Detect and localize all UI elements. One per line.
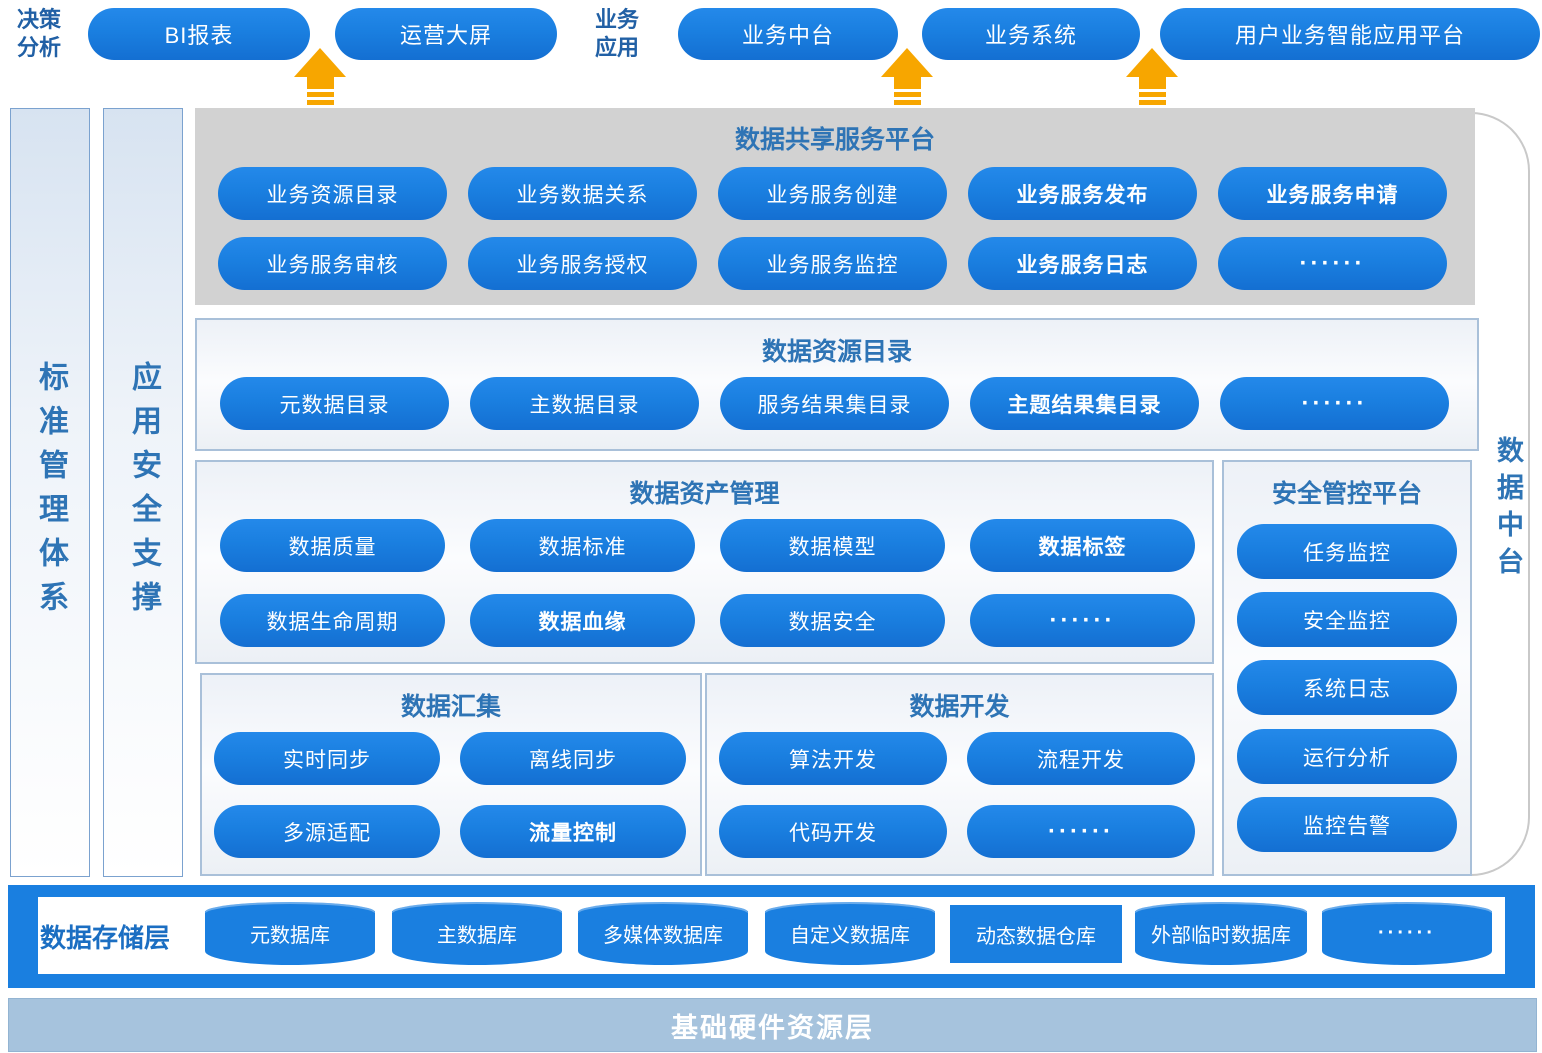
section-data-share-service-platform: 数据共享服务平台 业务资源目录 业务数据关系 业务服务创建 业务服务发布 业务服… xyxy=(195,108,1475,305)
asset-button: 数据质量 xyxy=(220,519,445,572)
develop-button: 流程开发 xyxy=(967,732,1195,785)
catalog-button: 主题结果集目录 xyxy=(970,377,1199,430)
database-cylinder: 自定义数据库 xyxy=(765,902,935,965)
section-data-development: 数据开发 算法开发 流程开发 代码开发 ······ xyxy=(705,673,1214,876)
database-label: 主数据库 xyxy=(437,925,517,947)
asset-button-more: ······ xyxy=(970,594,1195,647)
database-cylinder: 主数据库 xyxy=(392,902,562,965)
share-button: 业务服务审核 xyxy=(218,237,447,290)
top-app-bi-report: BI报表 xyxy=(88,8,310,60)
security-button: 监控告警 xyxy=(1237,797,1457,852)
top-app-business-middle: 业务中台 xyxy=(678,8,898,60)
section-title: 数据资产管理 xyxy=(629,480,780,508)
develop-button: 代码开发 xyxy=(719,805,947,858)
section-title: 数据开发 xyxy=(909,693,1010,721)
share-button: 业务服务授权 xyxy=(468,237,697,290)
catalog-button: 主数据目录 xyxy=(470,377,699,430)
data-middle-platform-label: 数据中台 xyxy=(1493,436,1523,584)
database-cylinder: 多媒体数据库 xyxy=(578,902,748,965)
asset-button: 数据模型 xyxy=(720,519,945,572)
collect-button: 离线同步 xyxy=(460,732,686,785)
database-label: 多媒体数据库 xyxy=(603,925,723,947)
database-label: 元数据库 xyxy=(250,925,330,947)
top-app-business-system: 业务系统 xyxy=(922,8,1140,60)
section-security-control-platform: 安全管控平台 任务监控 安全监控 系统日志 运行分析 监控告警 xyxy=(1222,460,1472,876)
asset-button: 数据标准 xyxy=(470,519,695,572)
asset-button: 数据血缘 xyxy=(470,594,695,647)
business-apps-label: 业务应用 xyxy=(594,7,639,60)
collect-button: 流量控制 xyxy=(460,805,686,858)
catalog-button: 元数据目录 xyxy=(220,377,449,430)
database-label: ······ xyxy=(1378,922,1436,944)
share-button: 业务服务申请 xyxy=(1218,167,1447,220)
database-rect: 动态数据仓库 xyxy=(950,905,1122,963)
asset-button: 数据标签 xyxy=(970,519,1195,572)
section-data-collection: 数据汇集 实时同步 离线同步 多源适配 流量控制 xyxy=(200,673,702,876)
collect-button: 实时同步 xyxy=(214,732,440,785)
database-label: 自定义数据库 xyxy=(790,925,910,947)
database-cylinder: ······ xyxy=(1322,902,1492,965)
security-button: 安全监控 xyxy=(1237,592,1457,647)
database-label: 外部临时数据库 xyxy=(1151,925,1291,947)
section-data-resource-catalog: 数据资源目录 元数据目录 主数据目录 服务结果集目录 主题结果集目录 ·····… xyxy=(195,318,1479,451)
catalog-button: 服务结果集目录 xyxy=(720,377,949,430)
share-button: 业务资源目录 xyxy=(218,167,447,220)
security-button: 任务监控 xyxy=(1237,524,1457,579)
pillar-app-security-support: 应用安全支撑 xyxy=(103,108,183,877)
develop-button: 算法开发 xyxy=(719,732,947,785)
pillar-standard-management-label: 标准管理体系 xyxy=(34,360,67,625)
share-button: 业务服务监控 xyxy=(718,237,947,290)
section-data-asset-management: 数据资产管理 数据质量 数据标准 数据模型 数据标签 数据生命周期 数据血缘 数… xyxy=(195,460,1214,664)
share-button: 业务服务创建 xyxy=(718,167,947,220)
storage-layer-label: 数据存储层 xyxy=(40,923,171,953)
database-cylinder: 外部临时数据库 xyxy=(1135,902,1307,965)
share-button-more: ······ xyxy=(1218,237,1447,290)
asset-button: 数据安全 xyxy=(720,594,945,647)
decision-analysis-label: 决策分析 xyxy=(16,7,61,60)
database-cylinder: 元数据库 xyxy=(205,902,375,965)
share-button: 业务服务日志 xyxy=(968,237,1197,290)
share-button: 业务数据关系 xyxy=(468,167,697,220)
section-title: 安全管控平台 xyxy=(1271,480,1422,508)
section-title: 数据资源目录 xyxy=(761,338,912,366)
hardware-resource-layer-bar: 基础硬件资源层 xyxy=(8,998,1537,1052)
section-title: 数据汇集 xyxy=(400,693,501,721)
pillar-app-security-support-label: 应用安全支撑 xyxy=(127,360,160,625)
security-button: 运行分析 xyxy=(1237,729,1457,784)
up-arrow xyxy=(1126,48,1178,105)
asset-button: 数据生命周期 xyxy=(220,594,445,647)
security-button: 系统日志 xyxy=(1237,660,1457,715)
develop-button-more: ······ xyxy=(967,805,1195,858)
up-arrow xyxy=(881,48,933,105)
catalog-button-more: ······ xyxy=(1220,377,1449,430)
section-title: 数据共享服务平台 xyxy=(734,126,935,154)
up-arrow xyxy=(294,48,346,105)
pillar-standard-management: 标准管理体系 xyxy=(10,108,90,877)
top-app-bi-platform: 用户业务智能应用平台 xyxy=(1160,8,1540,60)
collect-button: 多源适配 xyxy=(214,805,440,858)
share-button: 业务服务发布 xyxy=(968,167,1197,220)
top-app-ops-dashboard: 运营大屏 xyxy=(335,8,557,60)
